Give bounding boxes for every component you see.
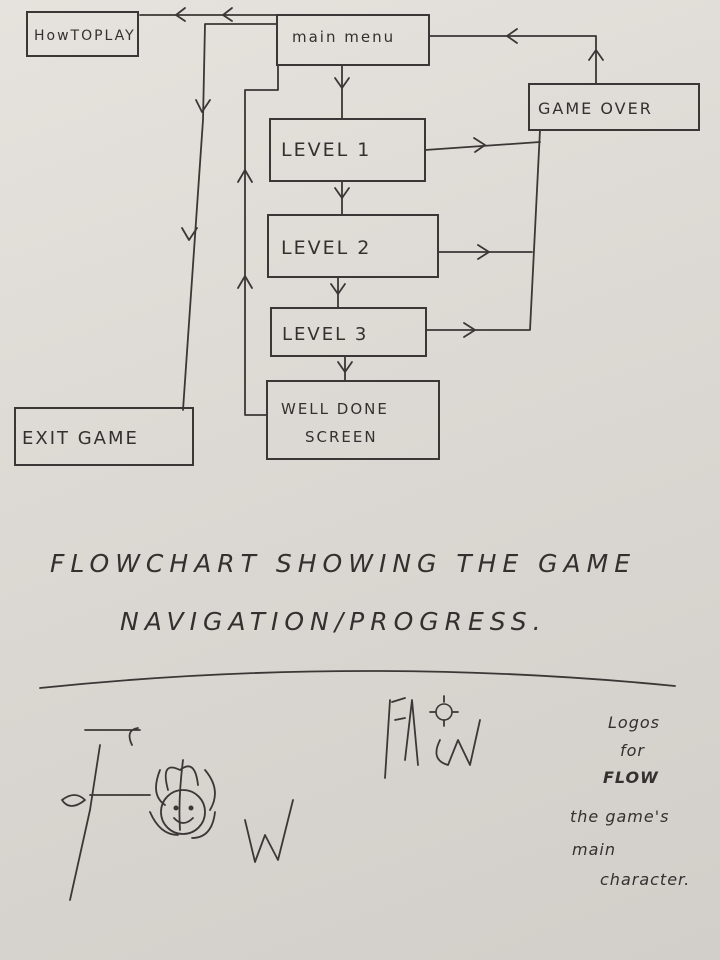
node-game-over-label: GAME OVER [538,99,653,118]
caption-line-1: FLOWCHART SHOWING THE GAME [50,549,636,578]
edge-main-menu-to-level-1-arrow [334,77,350,89]
node-game-over: GAME OVER [528,83,700,131]
logo-2-flower-icon [429,695,459,727]
logo-note-line-5: main [572,840,616,859]
edge-level-1-to-game-over-arrow [473,137,486,153]
edge-main-menu-to-how-to-play-arrow [175,7,233,22]
node-main-menu: main menu [276,14,430,66]
logo-1 [61,727,294,901]
edge-level-2-to-level-3-arrow [330,283,346,295]
edge-main-menu-to-exit-game-arrow [181,99,211,241]
logo-2-letterform-sketch [384,697,481,779]
logo-note-line-3: FLOW [603,768,659,787]
node-exit-game: EXIT GAME [14,407,194,466]
node-main-menu-label: main menu [292,28,395,46]
edge-level-2-to-game-over-arrow [477,244,490,260]
node-how-to-play-label: HowTOPLAY [34,28,136,44]
edge-level-1-to-level-2-arrow [334,187,350,199]
edge-level-3-to-game-over-arrow [463,322,476,338]
edge-game-over-to-main-menu [428,35,597,85]
node-level-3: LEVEL 3 [270,307,427,357]
edge-level-3-to-well-done-arrow [337,361,353,373]
caption-line-2: NAVIGATION/PROGRESS. [120,607,547,636]
edge-level-3-to-game-over [425,129,541,331]
edge-game-over-to-main-menu-arrow [506,28,604,61]
node-level-1-label: LEVEL 1 [281,139,371,161]
edge-main-menu-to-exit-game [182,23,278,411]
logo-note-line-6: character. [600,870,690,889]
node-level-2-label: LEVEL 2 [281,237,371,259]
edge-well-done-to-main-menu [244,64,279,416]
logo-2 [384,695,481,779]
edge-well-done-to-main-menu-arrow [237,169,253,289]
logo-note-line-2: for [620,741,645,760]
node-how-to-play: HowTOPLAY [26,11,139,57]
flower-sketch-icon [149,759,216,839]
node-level-1: LEVEL 1 [269,118,426,182]
logo-note-line-4: the game's [570,807,669,826]
node-well-done: WELL DONE SCREEN [266,380,440,460]
node-level-3-label: LEVEL 3 [282,324,368,345]
logo-1-letterform-sketch [61,727,294,901]
node-well-done-label-line1: WELL DONE [281,400,389,418]
section-divider [39,670,676,689]
node-exit-game-label: EXIT GAME [22,428,139,449]
node-well-done-label-line2: SCREEN [305,428,378,446]
node-level-2: LEVEL 2 [267,214,439,278]
logo-note-line-1: Logos [608,713,660,732]
